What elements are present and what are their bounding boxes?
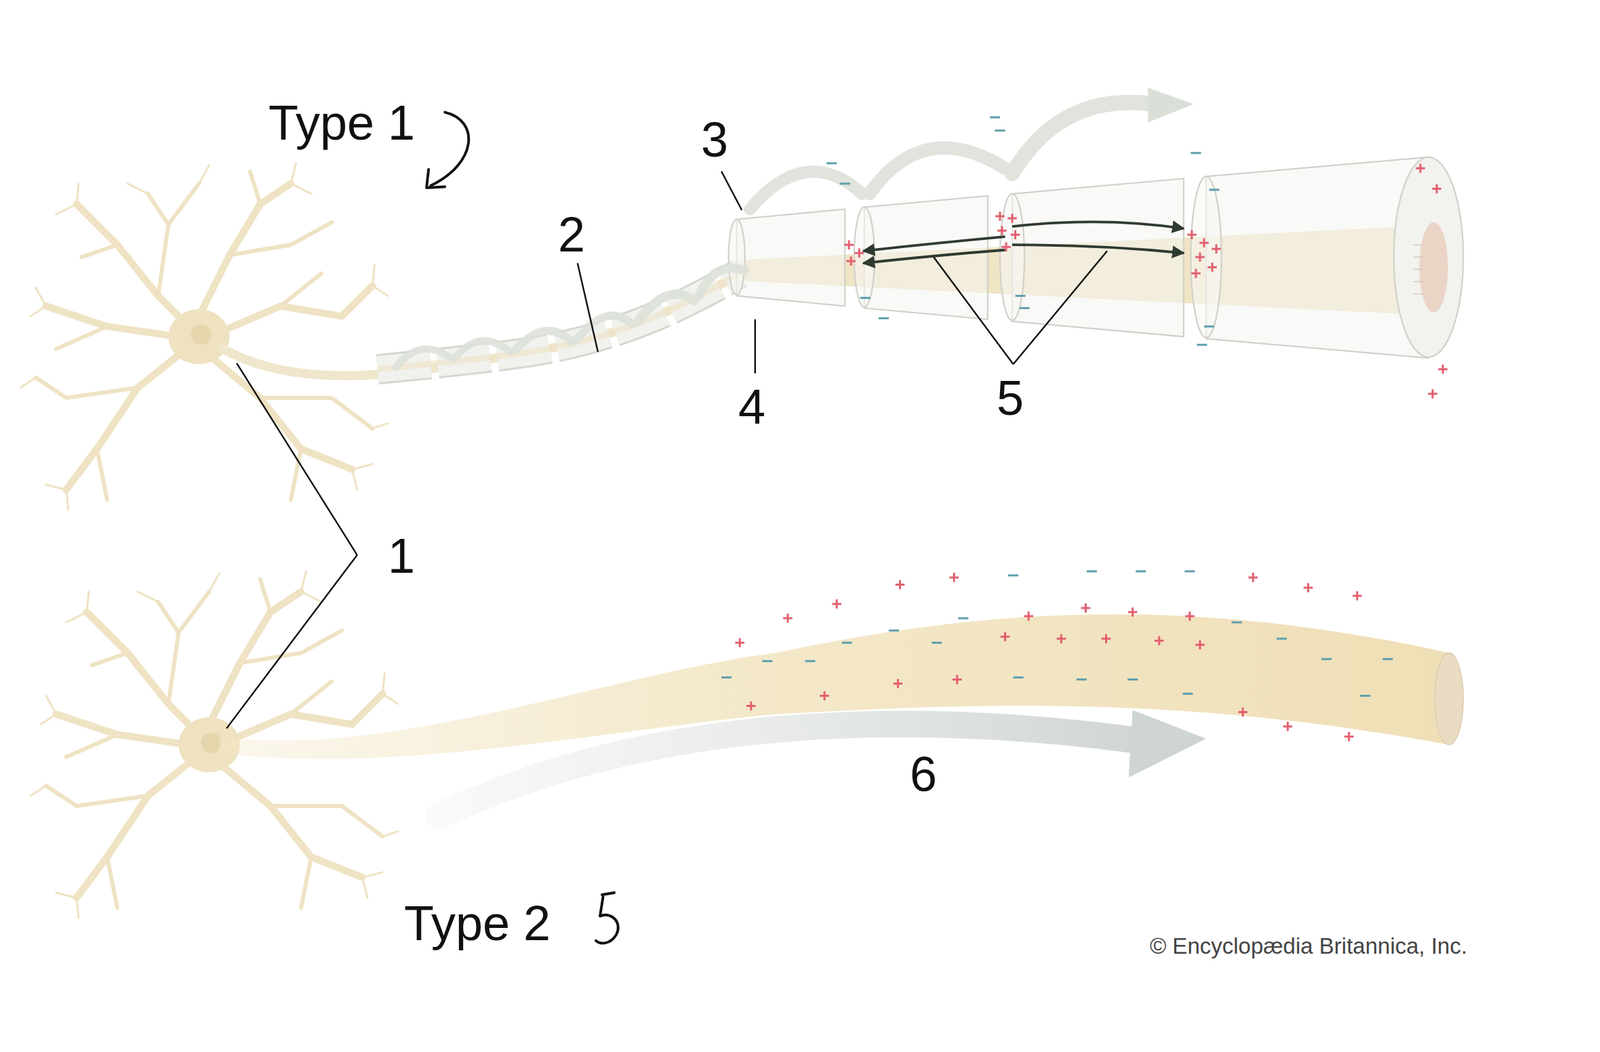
callout-number: 5 [996, 373, 1024, 423]
leader-lines [226, 171, 1108, 729]
saltatory-arrows [395, 87, 1194, 367]
callout-number: 3 [701, 115, 729, 165]
type-heading: Type 2 [404, 898, 551, 948]
callout-number: 1 [387, 531, 415, 581]
top-neuron [20, 163, 388, 511]
callout-number: 4 [738, 382, 766, 432]
callout-number: 2 [557, 210, 586, 259]
conduction-arrow [438, 710, 1207, 817]
type-heading: Type 1 [268, 98, 415, 148]
myelinated-axon [219, 157, 1464, 377]
copyright-note: © Encyclopædia Britannica, Inc. [1149, 934, 1468, 958]
current-arrows [863, 221, 1184, 264]
charge-signs [826, 117, 1219, 346]
charge-signs [721, 571, 1393, 697]
callout-number: 6 [909, 749, 937, 799]
charge-signs [844, 164, 1448, 399]
pointer-marks [426, 112, 619, 944]
